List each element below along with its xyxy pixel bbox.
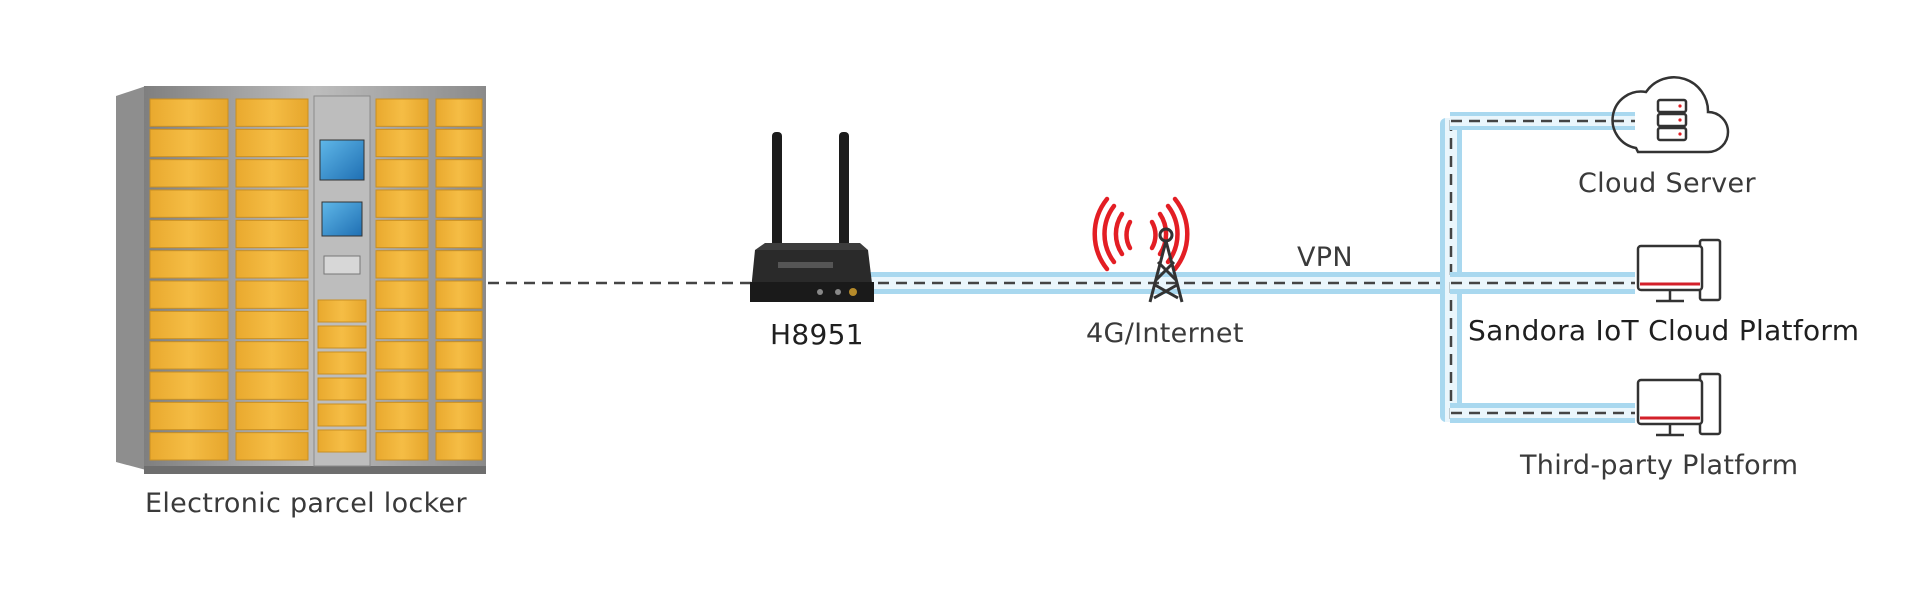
locker-door: [317, 325, 367, 349]
locker-door: [317, 351, 367, 375]
cell-tower-icon: [1092, 196, 1190, 303]
locker-door: [149, 189, 229, 218]
locker-door: [375, 280, 429, 309]
branch-iot-platform: [1450, 272, 1635, 294]
locker-door: [149, 401, 229, 431]
locker-door: [435, 98, 483, 127]
locker-door: [235, 128, 309, 158]
locker-door: [435, 401, 483, 431]
locker-door: [235, 250, 309, 279]
locker-door: [435, 280, 483, 309]
locker-door: [375, 128, 429, 158]
locker-door: [149, 128, 229, 158]
locker-door: [235, 432, 309, 461]
locker-door: [235, 189, 309, 218]
locker-door: [435, 341, 483, 370]
locker-door: [235, 159, 309, 188]
locker-door: [235, 310, 309, 340]
vpn-label: VPN: [1297, 242, 1353, 273]
locker-door: [149, 219, 229, 249]
branch-cloud-server: [1450, 112, 1635, 130]
router-icon: [750, 132, 874, 302]
locker-door: [149, 432, 229, 461]
locker-door: [435, 371, 483, 400]
cloud-server-label: Cloud Server: [1578, 168, 1756, 199]
cloud-server-icon: [1611, 76, 1730, 154]
locker-door: [149, 280, 229, 309]
tower-label: 4G/Internet: [1086, 318, 1244, 349]
locker-door: [375, 310, 429, 340]
locker-door: [375, 432, 429, 461]
locker-door: [375, 98, 429, 127]
locker-door: [375, 401, 429, 431]
locker-door: [375, 371, 429, 400]
locker-door: [317, 429, 367, 453]
locker-door: [375, 250, 429, 279]
locker-door: [435, 432, 483, 461]
third-party-label: Third-party Platform: [1520, 450, 1799, 481]
locker-door: [235, 341, 309, 370]
locker-door: [435, 250, 483, 279]
locker-door: [435, 310, 483, 340]
locker-door: [235, 280, 309, 309]
third-party-monitor-icon: [1636, 372, 1722, 437]
kiosk-touch-screen: [321, 201, 363, 237]
locker-door: [235, 371, 309, 400]
connection-links: [488, 112, 1635, 423]
locker-door: [235, 401, 309, 431]
locker-door: [149, 159, 229, 188]
locker-door: [375, 159, 429, 188]
locker-door: [149, 341, 229, 370]
router-label: H8951: [770, 318, 864, 351]
locker-door: [149, 98, 229, 127]
locker-door: [149, 371, 229, 400]
locker-label: Electronic parcel locker: [145, 488, 467, 519]
locker-door: [317, 299, 367, 323]
locker-door: [317, 377, 367, 401]
iot-platform-label: Sandora IoT Cloud Platform: [1468, 314, 1860, 347]
branch-third-party: [1450, 403, 1635, 423]
locker-door: [235, 219, 309, 249]
locker-door: [435, 159, 483, 188]
locker-door: [375, 219, 429, 249]
locker-door: [149, 310, 229, 340]
locker-door: [149, 250, 229, 279]
locker-door: [375, 341, 429, 370]
locker-door: [317, 403, 367, 427]
iot-platform-monitor-icon: [1636, 238, 1722, 303]
locker-door: [435, 128, 483, 158]
parcel-locker-image: [116, 86, 486, 474]
locker-door: [235, 98, 309, 127]
locker-door: [435, 219, 483, 249]
locker-door: [375, 189, 429, 218]
locker-door: [435, 189, 483, 218]
kiosk-top-screen: [319, 139, 365, 181]
